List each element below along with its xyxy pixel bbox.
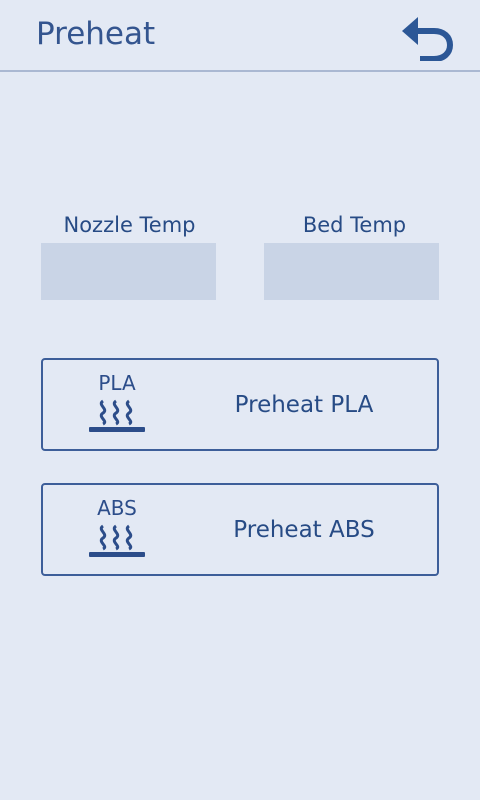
preheat-pla-label: Preheat PLA [234,391,374,418]
abs-icon-text: ABS [97,496,137,520]
nozzle-temp-label: Nozzle Temp [63,213,196,237]
bed-temp-label: Bed Temp [302,213,407,237]
bed-temp-field[interactable] [264,243,439,300]
heat-bed-icon: ABS [89,496,145,557]
undo-arrow-icon [402,17,454,61]
preheat-abs-button[interactable]: ABS Preheat ABS [41,483,439,576]
header-bar: Preheat [0,0,480,72]
preheat-pla-button[interactable]: PLA Preheat PLA [41,358,439,451]
page-title: Preheat [36,16,156,52]
back-button[interactable] [398,12,456,62]
heat-bed-icon: PLA [89,371,145,432]
pla-icon-text: PLA [98,371,136,395]
nozzle-temp-field[interactable] [41,243,216,300]
preheat-abs-label: Preheat ABS [233,516,375,543]
